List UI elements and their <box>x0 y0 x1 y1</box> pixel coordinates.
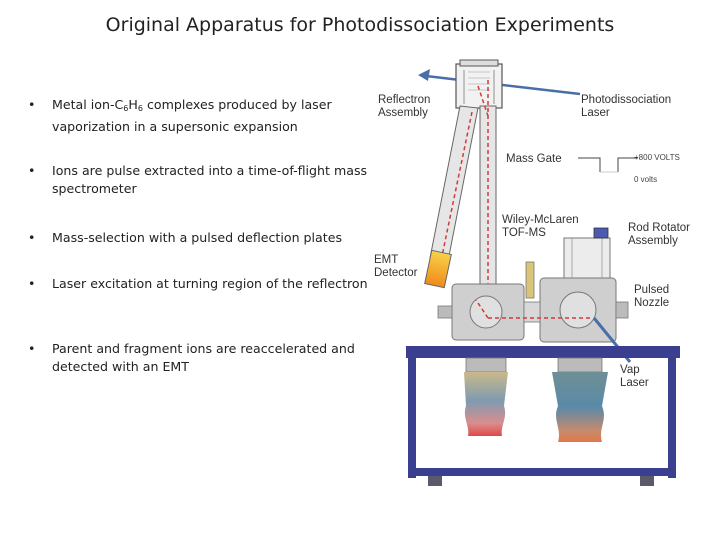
emt-detector <box>424 249 452 289</box>
bullet-marker: • <box>28 97 36 112</box>
bullet-text: Laser excitation at turning region of th… <box>52 276 368 291</box>
slide-title: Original Apparatus for Photodissociation… <box>105 14 615 36</box>
photodissociation-laser-beam <box>418 69 581 96</box>
bullet-marker: • <box>28 341 36 356</box>
rod-rotator-assembly <box>525 227 611 299</box>
vertical-flight-tube <box>477 80 497 318</box>
apparatus-drawing <box>406 59 680 486</box>
mass-gate-label: Mass Gate <box>506 153 562 165</box>
reflectron-assembly <box>455 59 503 109</box>
bullet-text: Metal ion-C6H6 complexes produced by las… <box>52 97 332 134</box>
bullet-text: Mass-selection with a pulsed deflection … <box>52 230 343 245</box>
bullet-marker: • <box>28 163 36 178</box>
vacuum-chambers <box>437 277 629 343</box>
ion-beam-path <box>475 299 590 319</box>
bullet-marker: • <box>28 230 36 245</box>
bullet-text: Ions are pulse extracted into a time-of-… <box>52 163 368 196</box>
bullet-marker: • <box>28 276 36 291</box>
support-table <box>406 346 680 486</box>
diffusion-pump-left <box>464 357 508 436</box>
mass-gate-high-voltage: +800 VOLTS <box>634 153 680 162</box>
angled-flight-tube <box>429 105 479 262</box>
mass-gate-pulse <box>578 157 638 173</box>
bullet-text: Parent and fragment ions are reaccelerat… <box>52 341 355 374</box>
diffusion-pump-right <box>552 357 608 442</box>
mass-gate-low-voltage: 0 volts <box>634 175 658 184</box>
